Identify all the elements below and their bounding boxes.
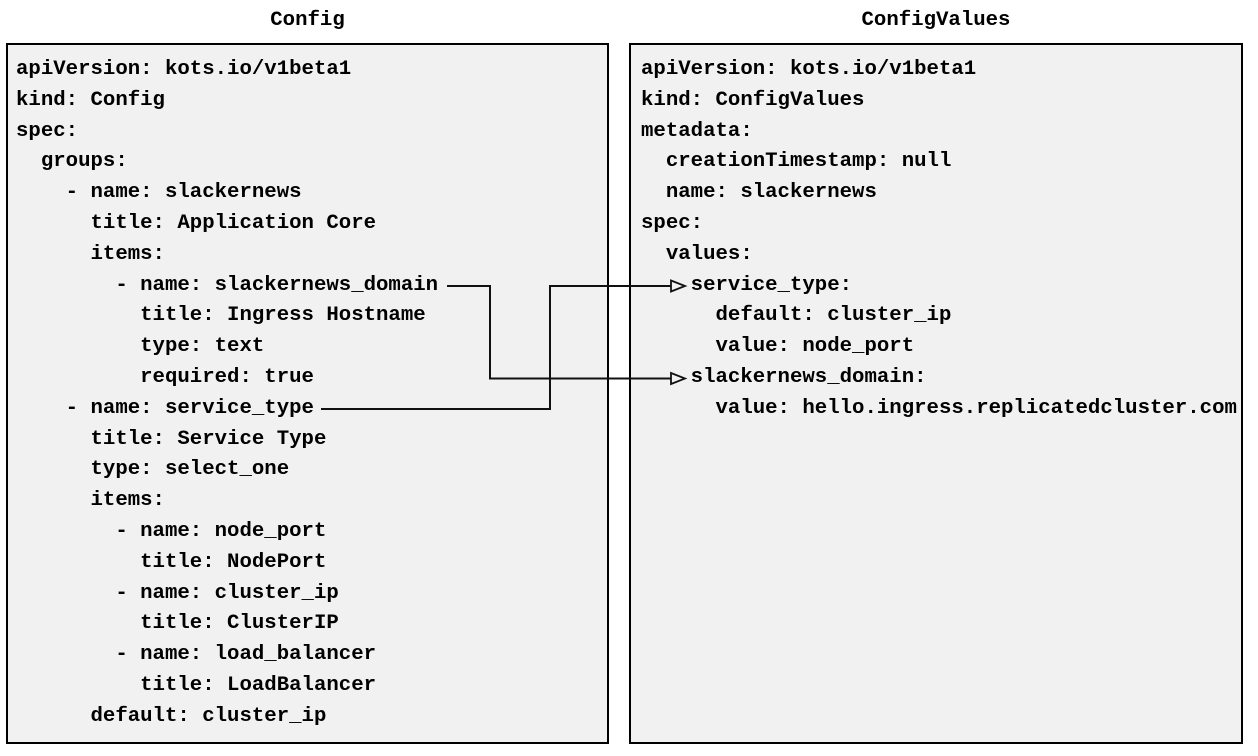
code-line: default: cluster_ip [16,704,327,728]
config-values-panel-title: ConfigValues [861,9,1011,32]
code-line: title: Application Core [16,211,377,235]
code-line: - name: node_port [16,519,327,543]
config-panel-title: Config [270,9,345,32]
code-line: required: true [16,365,314,389]
code-line: spec: [16,119,79,143]
code-line-slackernews-domain-value: slackernews_domain: [641,365,927,389]
code-line: name: slackernews [641,181,877,205]
code-line: kind: Config [16,88,165,112]
code-line: groups: [16,150,128,174]
config-panel: apiVersion: kots.io/v1beta1 kind: Config… [6,43,609,744]
code-line: kind: ConfigValues [641,88,865,112]
code-line: title: Ingress Hostname [16,304,426,328]
code-line-service-type: - name: service_type [16,396,314,420]
code-line: value: node_port [641,335,915,359]
code-line: value: hello.ingress.replicatedcluster.c… [641,396,1237,420]
code-line: - name: slackernews [16,181,302,205]
code-line: default: cluster_ip [641,304,952,328]
code-line: values: [641,242,753,266]
code-line: title: LoadBalancer [16,673,377,697]
code-line: - name: cluster_ip [16,581,339,605]
code-line-slackernews-domain: - name: slackernews_domain [16,273,439,297]
config-values-yaml-code: apiVersion: kots.io/v1beta1 kind: Config… [631,45,1241,742]
config-yaml-code: apiVersion: kots.io/v1beta1 kind: Config… [8,45,607,742]
code-line: items: [16,489,165,513]
code-line: type: select_one [16,458,290,482]
code-line: spec: [641,211,704,235]
code-line: - name: load_balancer [16,643,377,667]
code-line: metadata: [641,119,753,143]
code-line: title: ClusterIP [16,612,339,636]
code-line: title: Service Type [16,427,327,451]
code-line: type: text [16,335,265,359]
code-line: creationTimestamp: null [641,150,952,174]
code-line: apiVersion: kots.io/v1beta1 [16,58,352,81]
config-values-panel: apiVersion: kots.io/v1beta1 kind: Config… [629,43,1243,744]
code-line: items: [16,242,165,266]
code-line-service-type-value: service_type: [641,273,853,297]
code-line: apiVersion: kots.io/v1beta1 [641,58,977,81]
code-line: title: NodePort [16,550,327,574]
